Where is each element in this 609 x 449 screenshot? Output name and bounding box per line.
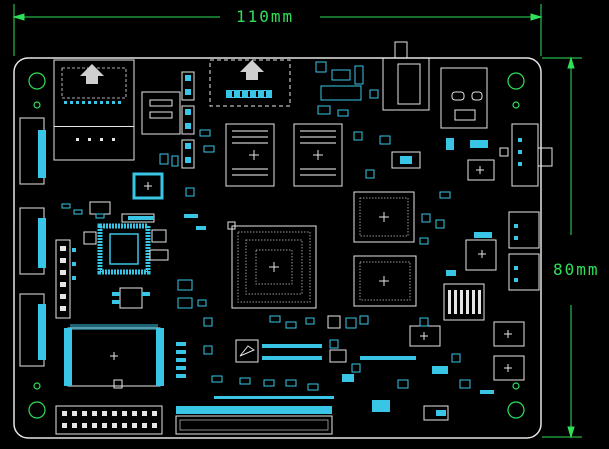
pin-header-left	[55, 239, 76, 319]
bga-processor	[227, 221, 317, 309]
width-dimension-label: 110mm	[236, 7, 294, 26]
dimension-annotations	[12, 4, 582, 439]
arrow-up-icon	[80, 64, 104, 84]
mounting-hole	[507, 72, 525, 90]
sd-card-slot	[64, 324, 164, 389]
power-jack	[440, 67, 488, 129]
usb-connector	[209, 59, 291, 107]
pin-header-vertical	[181, 71, 195, 169]
emmc-chip	[353, 191, 415, 243]
pin-header-bottom	[55, 405, 163, 435]
smd-components	[61, 129, 471, 391]
ddr-memory-chip	[353, 255, 417, 307]
small-ic	[112, 287, 150, 309]
ddr-memory-chip	[225, 123, 275, 187]
terminal-block	[508, 123, 553, 291]
ddr-memory-chip	[293, 123, 343, 187]
arrow-up-icon	[240, 60, 264, 80]
mounting-holes	[28, 72, 525, 419]
mounting-hole	[28, 401, 46, 419]
qfp-ic	[97, 223, 151, 275]
inductor-block	[443, 283, 485, 321]
rj45-connector	[53, 59, 135, 161]
qfn-chip-small	[132, 172, 164, 200]
flex-connector	[175, 406, 333, 435]
mounting-hole	[28, 72, 46, 90]
board-outline	[13, 57, 542, 439]
mounting-hole	[507, 401, 525, 419]
left-edge-connectors	[19, 117, 46, 367]
audio-jack	[382, 41, 430, 111]
connector-block-top	[141, 91, 181, 135]
height-dimension-label: 80mm	[553, 260, 600, 279]
crosshair-markers	[420, 166, 512, 372]
